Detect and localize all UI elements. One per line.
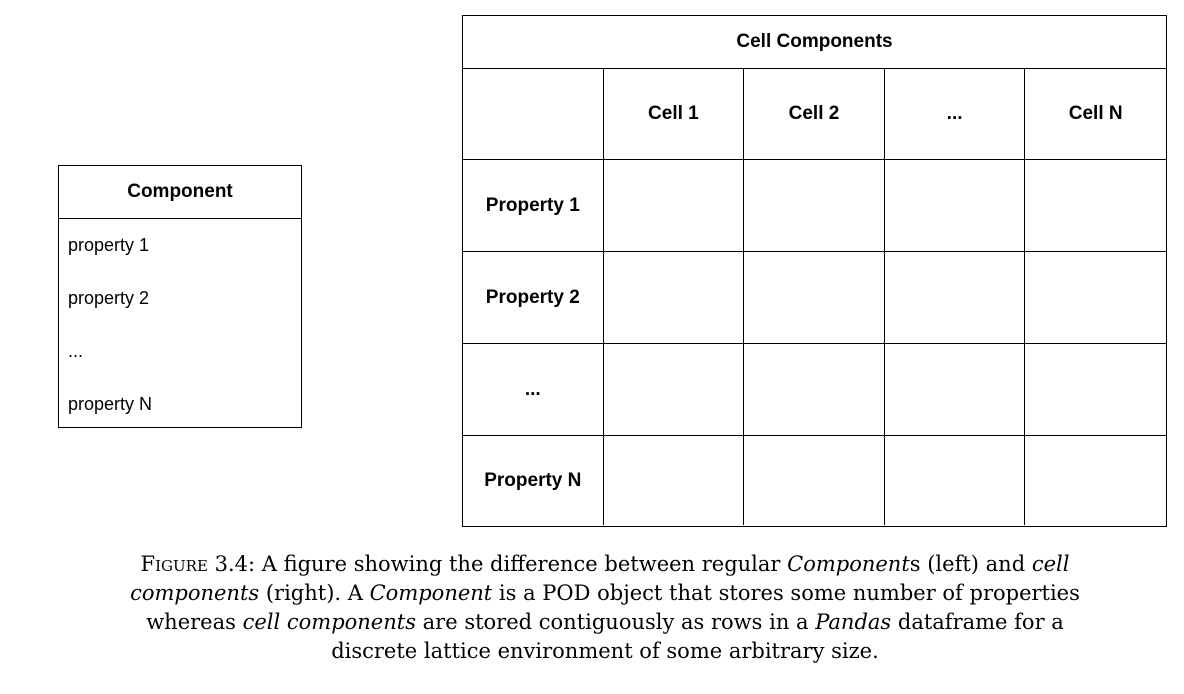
- caption-emphasis: Component: [787, 552, 910, 576]
- caption-emphasis: Pandas: [815, 610, 892, 634]
- column-header: Cell 1: [603, 69, 745, 160]
- table-cell: [603, 344, 745, 436]
- caption-text: A figure showing the difference between …: [255, 552, 788, 576]
- table-cell: [744, 160, 885, 252]
- figure-label: Figure 3.4:: [140, 552, 256, 576]
- corner-cell: [463, 69, 604, 160]
- figure-caption: Figure 3.4: A figure showing the differe…: [100, 550, 1110, 666]
- table-cell: [1025, 436, 1166, 525]
- caption-text: dataframe for a discrete lattice environ…: [331, 610, 1064, 663]
- caption-emphasis: cell components: [242, 610, 416, 634]
- table-cell: [885, 436, 1026, 525]
- row-header: ...: [463, 344, 604, 436]
- component-title: Component: [59, 166, 301, 219]
- column-header: Cell 2: [744, 69, 885, 160]
- table-cell: [884, 252, 1026, 344]
- table-cell: [744, 344, 885, 436]
- cell-components-grid: Cell 1 Cell 2 ... Cell N Property 1 Prop…: [463, 69, 1166, 526]
- component-property-list: property 1 property 2 ... property N: [59, 219, 301, 431]
- caption-emphasis: cell components: [130, 552, 1070, 605]
- caption-text: are stored contiguously as rows in a: [415, 610, 816, 634]
- caption-text: is a POD object that stores some number …: [146, 581, 1080, 634]
- table-cell: [1025, 344, 1166, 436]
- table-cell: [1025, 160, 1166, 252]
- column-header: ...: [884, 69, 1026, 160]
- component-box: Component property 1 property 2 ... prop…: [58, 165, 302, 428]
- component-property: property 2: [68, 288, 150, 308]
- table-cell: [1025, 252, 1166, 344]
- column-header: Cell N: [1025, 69, 1166, 160]
- table-cell: [744, 436, 885, 525]
- table-cell: [884, 344, 1026, 436]
- caption-text: (right). A: [259, 581, 370, 605]
- row-header: Property 1: [463, 160, 604, 252]
- table-cell: [604, 436, 745, 525]
- row-header: Property 2: [463, 252, 604, 344]
- row-header: Property N: [463, 436, 604, 525]
- table-cell: [603, 160, 745, 252]
- table-cell: [744, 252, 885, 344]
- component-property: property 1: [68, 235, 150, 255]
- component-property: property N: [68, 394, 153, 414]
- caption-text: s (left) and: [909, 552, 1032, 576]
- table-cell: [603, 252, 745, 344]
- table-cell: [884, 160, 1026, 252]
- cell-components-title: Cell Components: [463, 16, 1166, 69]
- cell-components-table: Cell Components Cell 1 Cell 2 ... Cell N…: [462, 15, 1167, 527]
- caption-emphasis: Component: [369, 581, 493, 605]
- component-property: ...: [68, 341, 84, 361]
